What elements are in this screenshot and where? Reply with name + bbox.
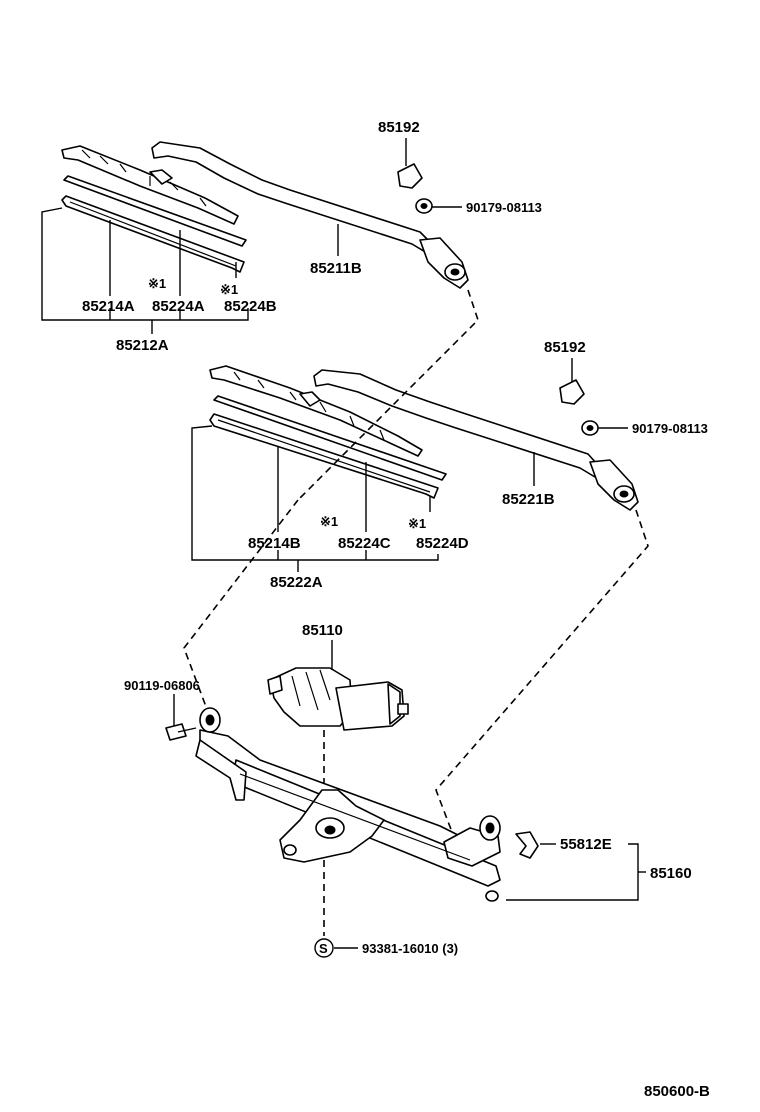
lower-nut bbox=[581, 420, 599, 436]
label-note-upper-2: ※1 bbox=[220, 282, 238, 297]
lower-blade-assembly bbox=[209, 365, 447, 499]
clip-part bbox=[515, 831, 556, 859]
label-rubber-upper-c: 85224B bbox=[224, 298, 277, 315]
label-screw: 93381-16010 (3) bbox=[362, 941, 458, 956]
label-blade-assy-lower: 85222A bbox=[270, 574, 323, 591]
wiper-motor bbox=[267, 640, 409, 731]
upper-wiper-arm bbox=[151, 141, 469, 289]
label-link-assy: 85160 bbox=[650, 865, 692, 882]
label-rubber-lower-c: 85224D bbox=[416, 535, 469, 552]
screw-symbol-circle bbox=[314, 938, 334, 958]
upper-cap bbox=[397, 163, 423, 189]
label-rubber-upper-a: 85214A bbox=[82, 298, 135, 315]
label-figure-code: 850600-B bbox=[644, 1083, 710, 1100]
label-clip: 55812E bbox=[560, 836, 612, 853]
dashed-connectors bbox=[183, 289, 649, 936]
label-nut-lower: 90179-08113 bbox=[632, 421, 708, 436]
upper-blade-assembly bbox=[61, 145, 247, 273]
link-assembly-bracket bbox=[506, 843, 646, 901]
bolt-part bbox=[165, 694, 197, 741]
upper-blade-leaders bbox=[41, 207, 249, 334]
screw-leader bbox=[314, 938, 358, 958]
upper-arm-leaders bbox=[337, 138, 462, 256]
label-cap-lower: 85192 bbox=[544, 339, 586, 356]
label-screw-symbol: S bbox=[319, 941, 328, 956]
lower-cap bbox=[559, 379, 585, 405]
wiper-link-assembly bbox=[195, 707, 501, 902]
label-note-upper-1: ※1 bbox=[148, 276, 166, 291]
lower-blade-leaders bbox=[191, 425, 439, 572]
label-motor: 85110 bbox=[302, 622, 343, 639]
lower-wiper-arm bbox=[313, 369, 639, 511]
label-note-lower-1: ※1 bbox=[320, 514, 338, 529]
label-rubber-upper-b: 85224A bbox=[152, 298, 205, 315]
label-rubber-lower-b: 85224C bbox=[338, 535, 391, 552]
label-arm-upper: 85211B bbox=[310, 260, 362, 277]
label-blade-assy-upper: 85212A bbox=[116, 337, 169, 354]
lower-arm-leaders bbox=[533, 358, 628, 486]
upper-nut bbox=[415, 198, 433, 214]
label-rubber-lower-a: 85214B bbox=[248, 535, 301, 552]
label-arm-lower: 85221B bbox=[502, 491, 555, 508]
label-cap-upper: 85192 bbox=[378, 119, 420, 136]
label-nut-upper: 90179-08113 bbox=[466, 200, 542, 215]
label-note-lower-2: ※1 bbox=[408, 516, 426, 531]
label-bolt: 90119-06806 bbox=[124, 678, 200, 693]
